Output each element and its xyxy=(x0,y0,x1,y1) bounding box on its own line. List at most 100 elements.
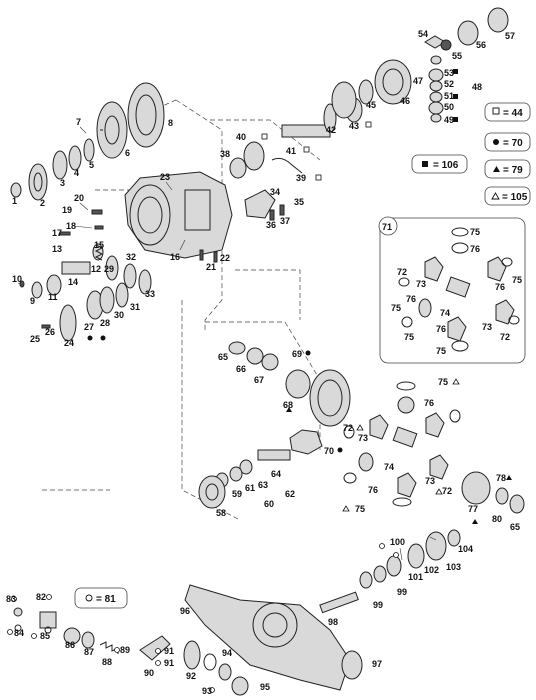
part-33 xyxy=(138,269,152,295)
part-99 xyxy=(359,571,373,589)
part-63 xyxy=(239,459,253,475)
part-65-b xyxy=(509,494,525,514)
part-69 xyxy=(285,369,311,399)
part-57 xyxy=(487,7,509,33)
label-69: 69 xyxy=(292,349,302,359)
label-47: 47 xyxy=(413,76,423,86)
inset-label-76-a: 76 xyxy=(470,244,480,254)
label-16: 16 xyxy=(170,252,180,262)
part-45 xyxy=(358,79,374,105)
inset-label-73-b: 73 xyxy=(482,322,492,332)
legend-106-text: = 106 xyxy=(433,160,459,171)
label-6: 6 xyxy=(125,148,130,158)
inset-label-75-e: 75 xyxy=(404,332,414,342)
part-39 xyxy=(271,157,303,174)
label-50: 50 xyxy=(444,102,454,112)
part-15 xyxy=(94,244,104,261)
label-21: 21 xyxy=(206,262,216,272)
part-49 xyxy=(430,113,442,123)
label-63: 63 xyxy=(258,480,268,490)
label-97: 97 xyxy=(372,659,382,669)
label-64: 64 xyxy=(271,469,281,479)
label-25: 25 xyxy=(30,334,40,344)
part-99-b xyxy=(373,565,387,583)
label-35: 35 xyxy=(294,197,304,207)
label-66: 66 xyxy=(236,364,246,374)
part-29 xyxy=(105,255,119,281)
label-15: 15 xyxy=(94,240,104,250)
part-98 xyxy=(319,591,359,614)
label-70-a: 70 xyxy=(324,446,334,456)
label-3: 3 xyxy=(60,178,65,188)
label-18: 18 xyxy=(66,221,76,231)
label-80: 80 xyxy=(492,514,502,524)
label-59: 59 xyxy=(232,489,242,499)
label-9: 9 xyxy=(30,296,35,306)
part-70-ring-gear xyxy=(309,369,351,427)
part-101 xyxy=(386,555,402,577)
label-36: 36 xyxy=(266,220,276,230)
label-104: 104 xyxy=(458,544,473,554)
label-77: 77 xyxy=(468,504,478,514)
inset-label-75-a: 75 xyxy=(470,227,480,237)
label-88: 88 xyxy=(102,657,112,667)
part-47 xyxy=(428,68,444,82)
part-86 xyxy=(63,627,81,645)
part-56 xyxy=(457,20,479,46)
inset-label-75-d: 75 xyxy=(436,346,446,356)
label-98: 98 xyxy=(328,617,338,627)
circle-filled-icon xyxy=(493,139,499,145)
part-2 xyxy=(28,163,48,201)
part-37 xyxy=(279,204,285,216)
label-73: 73 xyxy=(358,433,368,443)
part-22 xyxy=(213,251,218,263)
label-58: 58 xyxy=(216,508,226,518)
label-103: 103 xyxy=(446,562,461,572)
inset-label-71: 71 xyxy=(382,222,392,232)
part-50 xyxy=(428,101,444,115)
label-45: 45 xyxy=(366,100,376,110)
part-58 xyxy=(198,475,226,509)
part-97 xyxy=(341,650,363,680)
part-13 xyxy=(61,261,91,275)
label-67: 67 xyxy=(254,375,264,385)
label-27: 27 xyxy=(84,322,94,332)
label-99-b: 99 xyxy=(397,587,407,597)
label-14: 14 xyxy=(68,277,78,287)
label-10: 10 xyxy=(12,274,22,284)
square-filled-icon xyxy=(422,161,428,167)
triangle-filled-icon xyxy=(493,166,500,172)
inset-label-75-b: 75 xyxy=(512,275,522,285)
label-1: 1 xyxy=(12,196,17,206)
label-2: 2 xyxy=(40,198,45,208)
part-103 xyxy=(425,531,447,561)
label-26: 26 xyxy=(45,327,55,337)
legend-105-text: = 105 xyxy=(502,192,528,203)
label-90: 90 xyxy=(144,668,154,678)
label-91: 91 xyxy=(164,646,174,656)
label-55: 55 xyxy=(452,51,462,61)
part-17 xyxy=(59,231,71,236)
part-38 xyxy=(229,157,247,179)
label-39: 39 xyxy=(296,173,306,183)
part-42 xyxy=(323,103,337,133)
inset-label-76-c: 76 xyxy=(406,294,416,304)
part-92 xyxy=(183,640,201,670)
carrier-housing-group xyxy=(10,82,303,342)
label-11: 11 xyxy=(48,292,58,302)
label-72: 72 xyxy=(343,423,353,433)
label-76-b: 76 xyxy=(368,485,378,495)
label-22: 22 xyxy=(220,253,230,263)
part-34 xyxy=(244,189,276,219)
inset-label-76-d: 76 xyxy=(436,324,446,334)
part-21 xyxy=(199,249,204,261)
part-24 xyxy=(59,304,77,342)
pinion-group xyxy=(281,7,509,138)
label-101: 101 xyxy=(408,572,423,582)
part-82 xyxy=(39,611,57,629)
label-91-b: 91 xyxy=(164,658,174,668)
label-83: 83 xyxy=(6,594,16,604)
label-60: 60 xyxy=(264,499,274,509)
label-38: 38 xyxy=(220,149,230,159)
